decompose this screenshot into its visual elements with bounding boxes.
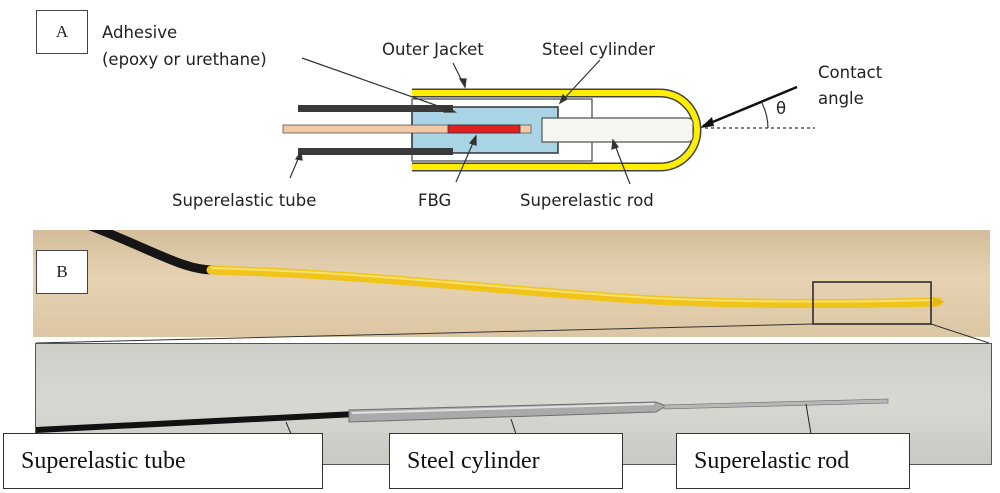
fbg-grating <box>447 124 521 134</box>
callout-superelastic-rod: Superelastic rod <box>676 433 910 489</box>
label-contact: Contact <box>818 63 883 82</box>
superelastic-tube-top <box>298 105 453 112</box>
superelastic-tube-bottom <box>298 148 453 155</box>
label-adhesive: Adhesive <box>102 23 178 42</box>
zoom-region-box <box>812 281 932 325</box>
label-superelastic-tube: Superelastic tube <box>172 191 317 210</box>
label-superelastic-rod: Superelastic rod <box>520 191 654 210</box>
label-steel-cylinder: Steel cylinder <box>542 40 655 59</box>
panel-a-tag: A <box>36 10 88 54</box>
outer-jacket-fill <box>412 90 700 170</box>
optical-fiber <box>282 124 532 134</box>
black-cable <box>88 230 218 275</box>
contact-force-arrow <box>702 85 798 128</box>
label-fbg: FBG <box>418 191 452 210</box>
callout-superelastic-tube: Superelastic tube <box>3 433 323 489</box>
yellow-probe <box>206 265 943 309</box>
closeup-tube <box>36 411 357 433</box>
superelastic-rod-shape <box>541 117 694 143</box>
panel-b-tag: B <box>36 250 88 294</box>
probe-photo-overview <box>33 230 990 337</box>
angle-arc <box>761 102 769 129</box>
label-theta: θ <box>776 99 787 118</box>
label-angle: angle <box>818 89 864 108</box>
closeup-rod <box>663 398 889 410</box>
probe-schematic <box>282 57 815 185</box>
label-outer-jacket: Outer Jacket <box>382 40 484 59</box>
label-adhesive-detail: (epoxy or urethane) <box>102 50 267 69</box>
callout-steel-cylinder: Steel cylinder <box>389 433 623 489</box>
